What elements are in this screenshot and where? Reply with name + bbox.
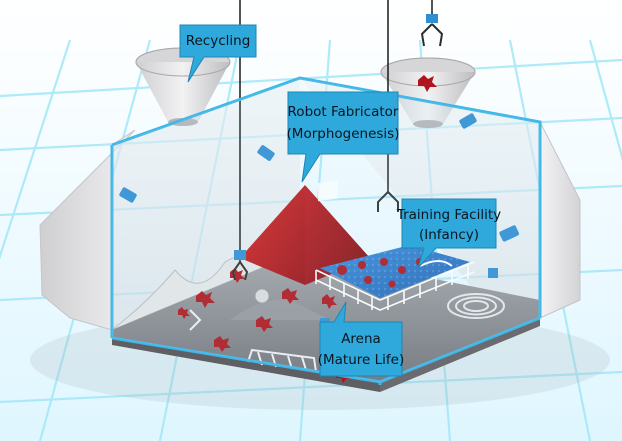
label-recycling: Recycling (186, 33, 251, 49)
label-infancy: (Infancy) (419, 227, 479, 243)
recycling-funnel-right (380, 57, 476, 128)
callout-recycling: Recycling (179, 24, 257, 83)
claw-top (420, 14, 444, 47)
callout-arena: Arena (Mature Life) (318, 301, 404, 377)
callout-robot-fabricator: Robot Fabricator (Morphogenesis) (287, 91, 400, 183)
arena-ball (254, 288, 270, 304)
training-facility (315, 245, 475, 311)
claw-left (231, 250, 249, 281)
label-robot-fabricator: Robot Fabricator (288, 104, 399, 120)
label-training-facility: Training Facility (396, 207, 501, 223)
callout-training-facility: Training Facility (Infancy) (396, 198, 501, 269)
claw-center (377, 191, 399, 212)
room-floor (112, 252, 540, 392)
label-arena: Arena (341, 331, 381, 347)
glass-enclosure (110, 76, 542, 385)
glass-pane (112, 78, 540, 382)
label-morphogenesis: (Morphogenesis) (287, 126, 400, 142)
recycling-funnel-left (135, 47, 231, 126)
labyrinth (447, 293, 505, 319)
label-mature-life: (Mature Life) (318, 352, 404, 368)
